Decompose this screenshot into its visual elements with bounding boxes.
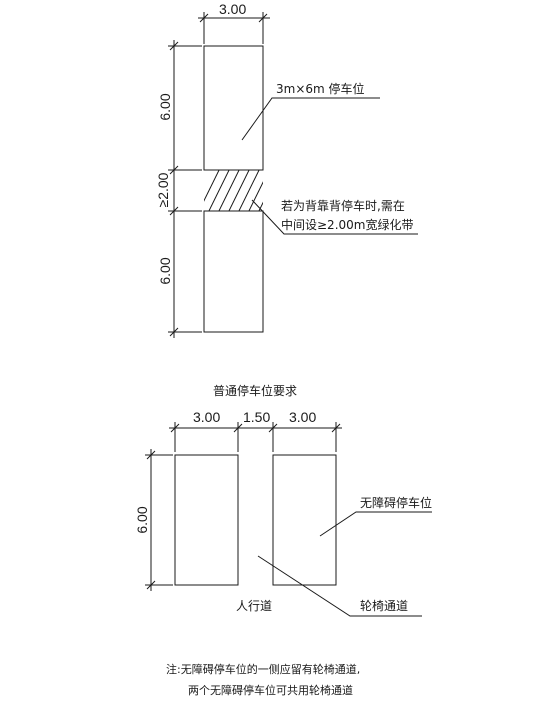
bottom-length-dimension (145, 449, 173, 591)
bottom-width-dimension (169, 422, 342, 452)
accessible-space-left (175, 455, 238, 585)
note-line-1: 注:无障碍停车位的一侧应留有轮椅通道, (166, 663, 361, 676)
top-width-dimension (198, 12, 270, 44)
upper-parking-space (204, 46, 263, 170)
gap-length-label: ≥2.00 (155, 172, 171, 208)
accessible-callout-leader (319, 511, 432, 537)
bottom-length-label: 6.00 (134, 506, 150, 534)
wheelchair-aisle-callout: 轮椅通道 (360, 599, 409, 613)
green-callout-leader (251, 199, 418, 235)
top-width-label: 3.00 (219, 1, 247, 17)
lower-length-label: 6.00 (157, 257, 173, 285)
general-parking-caption: 普通停车位要求 (213, 384, 298, 398)
accessible-space-callout: 无障碍停车位 (360, 496, 433, 510)
space-callout-leader (241, 97, 380, 141)
wheelchair-callout-leader (257, 555, 422, 617)
lower-parking-space (204, 211, 263, 332)
aisle-width-label: 1.50 (243, 409, 271, 425)
green-belt-callout-line1: 若为背靠背停车时,需在 (281, 199, 405, 213)
space-size-callout: 3m×6m 停车位 (276, 82, 365, 96)
right-space-width-label: 3.00 (289, 409, 317, 425)
walkway-label: 人行道 (236, 599, 273, 613)
top-length-dimension (168, 40, 202, 338)
left-space-width-label: 3.00 (193, 409, 221, 425)
note-line-2: 两个无障碍停车位可共用轮椅通道 (188, 684, 353, 697)
upper-length-label: 6.00 (157, 93, 173, 121)
green-belt-callout-line2: 中间设≥2.00m宽绿化带 (281, 218, 414, 232)
accessible-space-right (273, 455, 336, 585)
green-belt-hatch (194, 160, 284, 221)
